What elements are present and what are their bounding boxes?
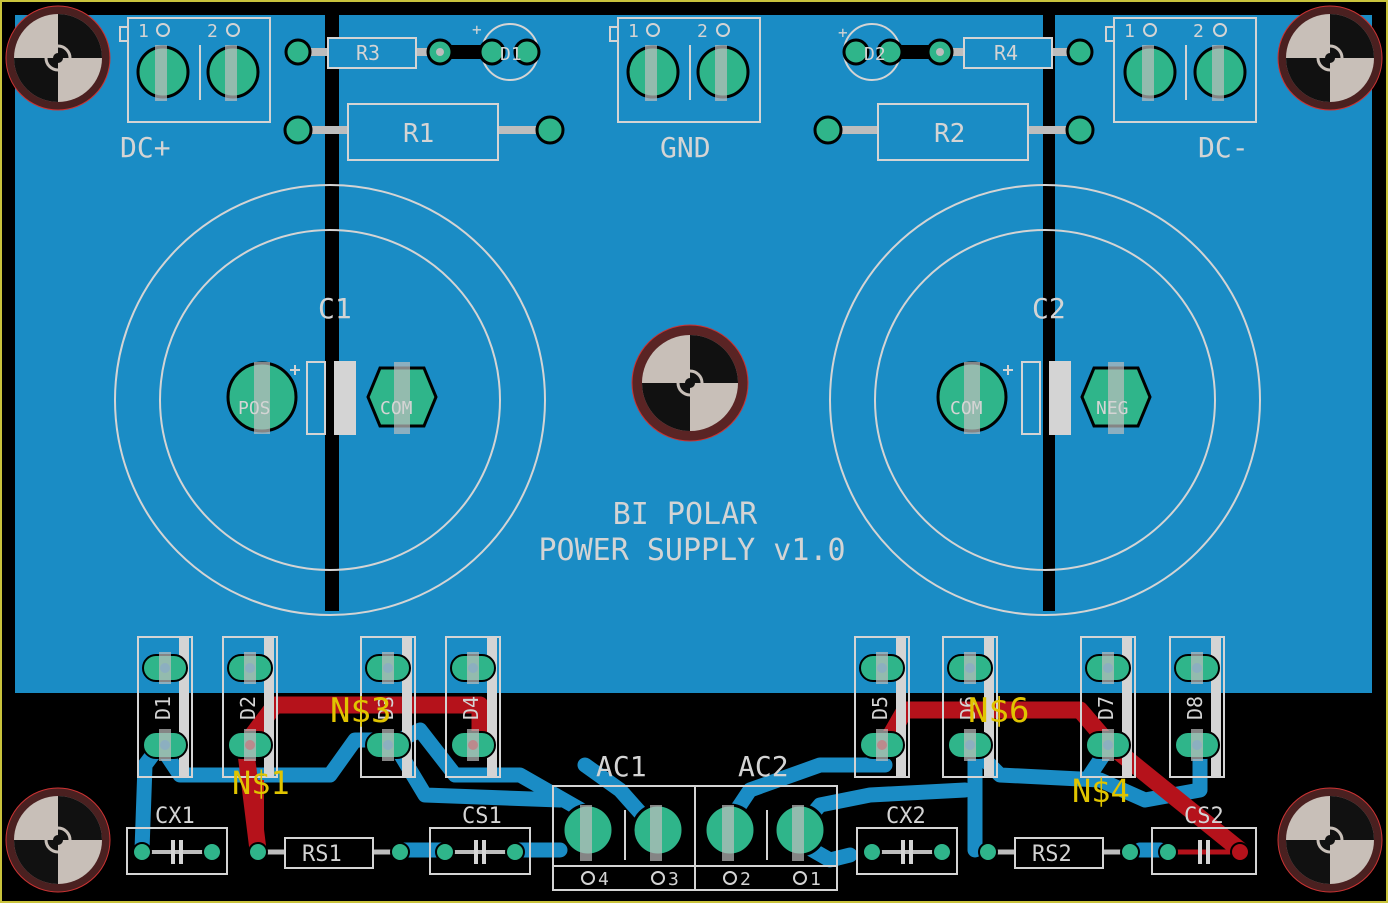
diode-label-d4: D4 — [459, 696, 483, 720]
ac2-label: AC2 — [738, 750, 789, 783]
c2-pad-neg: NEG — [1096, 398, 1129, 419]
mounting-holes — [5, 5, 1383, 893]
r3-label: R3 — [356, 41, 380, 65]
dc-pos-pin2: 2 — [207, 21, 218, 42]
led-d1-top: + — [472, 20, 541, 81]
net-n1: N$1 — [232, 764, 290, 802]
diode-label-d1: D1 — [151, 696, 175, 720]
diode-d7: D7 — [1080, 636, 1136, 778]
dc-neg-pin1: 1 — [1124, 21, 1135, 42]
c1-pad-com: COM — [380, 398, 413, 419]
c1-pads — [226, 361, 438, 434]
c1-label: C1 — [318, 292, 352, 325]
c1-pad-pos: POS — [238, 398, 271, 419]
diode-d1: D1 — [137, 636, 193, 778]
diode-label-d7: D7 — [1094, 696, 1118, 720]
dc-pos-pin1: 1 — [138, 21, 149, 42]
dc-neg-label: DC- — [1198, 131, 1249, 164]
cap-cx2 — [856, 827, 958, 875]
svg-text:+: + — [838, 23, 848, 42]
diode-label-d2: D2 — [236, 696, 260, 720]
net-n6: N$6 — [968, 691, 1029, 731]
rs1-label: RS1 — [302, 842, 342, 867]
terminal-dc-pos — [119, 17, 271, 123]
resistor-rs2 — [978, 837, 1140, 869]
resistor-r1 — [283, 103, 565, 161]
cs2-label: CS2 — [1184, 804, 1224, 829]
terminal-ac — [552, 785, 838, 891]
pour-split-left — [325, 15, 339, 611]
resistor-r3 — [284, 37, 490, 69]
cx1-label: CX1 — [155, 804, 195, 829]
ac1-label: AC1 — [596, 750, 647, 783]
capacitor-c1 — [114, 184, 546, 616]
cap-cx1 — [126, 827, 228, 875]
led-d2-top: + — [838, 23, 904, 81]
diode-d2: D2 — [222, 636, 278, 778]
dc-pos-label: DC+ — [120, 131, 171, 164]
capacitor-c2 — [829, 184, 1261, 616]
r4-label: R4 — [994, 41, 1018, 65]
ac-pin3: 3 — [668, 869, 679, 890]
board-title-line1: BI POLAR — [613, 497, 758, 532]
r2-label: R2 — [934, 119, 965, 149]
resistor-rs1 — [248, 837, 410, 869]
ac-pin2: 2 — [740, 869, 751, 890]
diode-label-d6: D6 — [956, 696, 980, 720]
diode-d8: D8 — [1169, 636, 1225, 778]
led-d1-label: D1 — [500, 44, 522, 65]
board-title-line2: POWER SUPPLY v1.0 — [538, 533, 845, 568]
cap-cs2 — [1151, 827, 1257, 875]
c2-pad-com: COM — [950, 398, 983, 419]
cs1-label: CS1 — [462, 804, 502, 829]
r1-label: R1 — [403, 119, 434, 149]
diode-d4: D4 — [445, 636, 501, 778]
c2-pads — [936, 361, 1152, 434]
diode-row: D1 D2 D3 D4 D5 D6 D7 D8 — [137, 636, 1225, 778]
resistor-r4 — [880, 37, 1094, 69]
diode-label-d5: D5 — [868, 696, 892, 720]
diode-d6: D6 — [942, 636, 998, 778]
c2-label: C2 — [1032, 292, 1066, 325]
led-d2-label: D2 — [864, 44, 886, 65]
cap-cs1 — [429, 827, 531, 875]
terminal-dc-neg — [1105, 17, 1257, 123]
cx2-label: CX2 — [886, 804, 926, 829]
dc-neg-pin2: 2 — [1193, 21, 1204, 42]
svg-text:+: + — [472, 20, 482, 39]
resistor-r2 — [813, 103, 1095, 161]
gnd-label: GND — [660, 131, 711, 164]
net-n3: N$3 — [330, 691, 391, 731]
gnd-pin2: 2 — [697, 21, 708, 42]
net-n4: N$4 — [1072, 772, 1130, 810]
ac-pin1: 1 — [810, 869, 821, 890]
diode-d5: D5 — [854, 636, 910, 778]
terminal-gnd — [609, 17, 761, 123]
ac-pin4: 4 — [598, 869, 609, 890]
diode-label-d8: D8 — [1183, 696, 1207, 720]
gnd-pin1: 1 — [628, 21, 639, 42]
rs2-label: RS2 — [1032, 842, 1072, 867]
pour-split-right — [1043, 15, 1055, 611]
diode-d3: D3 — [360, 636, 416, 778]
diode-label-d3: D3 — [374, 696, 398, 720]
